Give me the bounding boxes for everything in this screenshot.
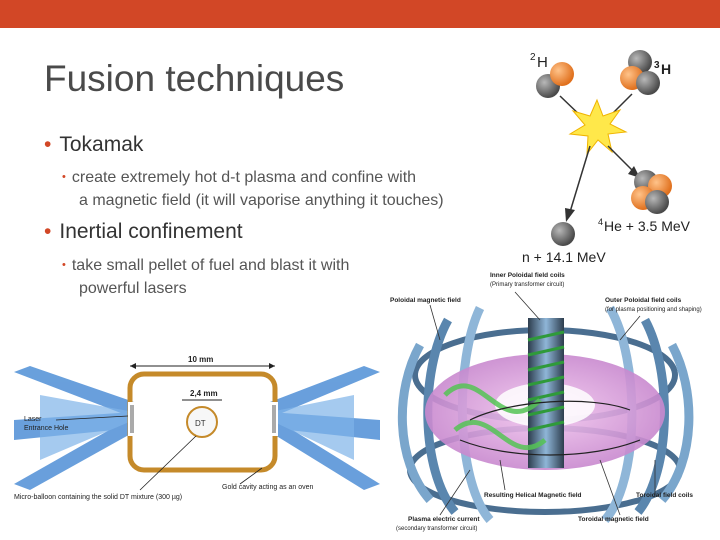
- sub-bullet-dot: •: [62, 259, 66, 271]
- helium-nucleus: [631, 170, 672, 214]
- laser-hole-label-2: Entrance Hole: [24, 425, 68, 432]
- deuterium-sup: 2: [530, 52, 536, 63]
- toroidal-coils-label: Toroidal field coils: [636, 492, 693, 499]
- top-accent-bar: [0, 0, 720, 28]
- width-label: 10 mm: [188, 355, 213, 364]
- inner-coils-sub: (Primary transformer circuit): [490, 282, 564, 288]
- bullet-inertial: • Inertial confinement: [44, 220, 243, 244]
- dt-pellet: [187, 407, 217, 437]
- fusion-burst-icon: [570, 100, 626, 154]
- sub-bullet-inertial-line1: take small pellet of fuel and blast it w…: [72, 257, 349, 274]
- helium-sup: 4: [598, 217, 603, 227]
- neutron-label: n + 14.1 MeV: [522, 249, 606, 265]
- toroidal-field-label: Toroidal magnetic field: [578, 516, 649, 523]
- tritium-label: H: [661, 61, 671, 77]
- pellet-label: DT: [195, 419, 206, 428]
- bullet-dot: •: [44, 220, 51, 243]
- laser-beams: [14, 366, 380, 490]
- central-solenoid: [528, 318, 564, 468]
- toroidal-field-coils: [402, 308, 689, 520]
- poloidal-field-label: Poloidal magnetic field: [390, 297, 461, 304]
- slide-title: Fusion techniques: [44, 58, 344, 100]
- sub-bullet-tokamak-line1: create extremely hot d-t plasma and conf…: [72, 169, 416, 186]
- helium-label: He + 3.5 MeV: [604, 218, 691, 234]
- bullet-dot: •: [44, 133, 51, 156]
- sub-bullet-inertial-line2: powerful lasers: [62, 278, 349, 299]
- bullet-inertial-label: Inertial confinement: [59, 220, 242, 243]
- microballoon-label: Micro-balloon containing the solid DT mi…: [14, 494, 182, 501]
- inner-coils-label: Inner Poloidal field coils: [490, 272, 565, 279]
- gold-cavity: [130, 374, 275, 470]
- tritium-nucleus: [620, 50, 660, 95]
- cavity-label: Gold cavity acting as an oven: [222, 484, 314, 491]
- sub-bullet-inertial: • take small pellet of fuel and blast it …: [62, 255, 349, 299]
- helical-field-label: Resulting Helical Magnetic field: [484, 492, 582, 499]
- bullet-tokamak: • Tokamak: [44, 133, 143, 157]
- plasma-current-label: Plasma electric current: [408, 516, 480, 523]
- bullet-tokamak-label: Tokamak: [59, 133, 143, 156]
- inner-width-label: 2,4 mm: [190, 389, 218, 398]
- laser-hole-label: Laser: [24, 416, 42, 423]
- sub-bullet-dot: •: [62, 171, 66, 183]
- sub-bullet-tokamak: • create extremely hot d-t plasma and con…: [62, 167, 444, 211]
- plasma-current-sub: (secondary transformer circuit): [396, 526, 477, 532]
- neutron: [551, 222, 575, 246]
- outer-coils-sub: (for plasma positioning and shaping): [605, 307, 702, 313]
- outer-coils-label: Outer Poloidal field coils: [605, 297, 682, 304]
- sub-bullet-tokamak-line2: a magnetic field (it will vaporise anyth…: [62, 190, 444, 211]
- deuterium-nucleus: [536, 62, 574, 98]
- tritium-sup: 3: [654, 60, 660, 71]
- plasma-torus: [425, 354, 665, 470]
- deuterium-label: H: [537, 54, 548, 71]
